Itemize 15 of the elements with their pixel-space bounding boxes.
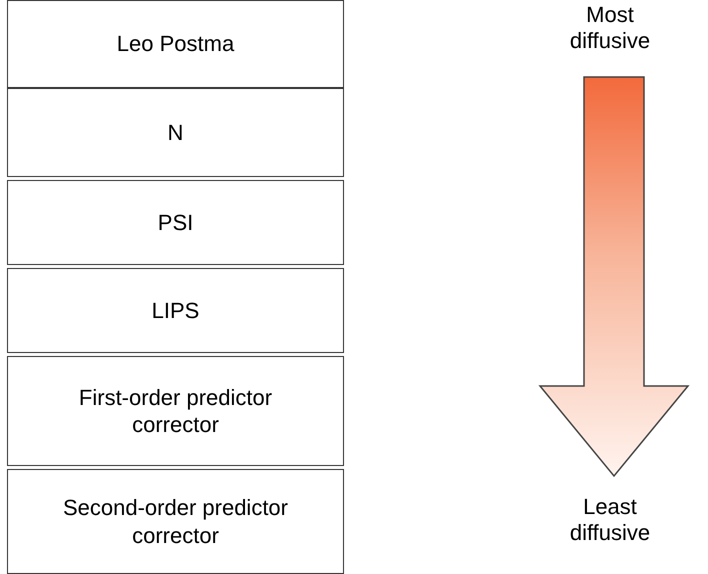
method-box xyxy=(7,88,344,177)
method-name: N xyxy=(166,118,184,146)
method-box xyxy=(7,268,344,353)
method-name: Leo Postma xyxy=(116,30,236,58)
method-box xyxy=(7,180,344,265)
scale-label: Least diffusive xyxy=(545,494,675,547)
method-box xyxy=(7,356,344,466)
method-box xyxy=(7,469,344,574)
method-name: First-order predictor corrector xyxy=(78,384,274,438)
method-name: LIPS xyxy=(150,296,200,324)
block-arrow xyxy=(538,76,690,478)
scale-label: Most diffusive xyxy=(545,2,675,55)
method-name: PSI xyxy=(156,208,194,236)
method-box xyxy=(7,0,344,88)
method-name: Second-order predictor corrector xyxy=(62,494,289,549)
